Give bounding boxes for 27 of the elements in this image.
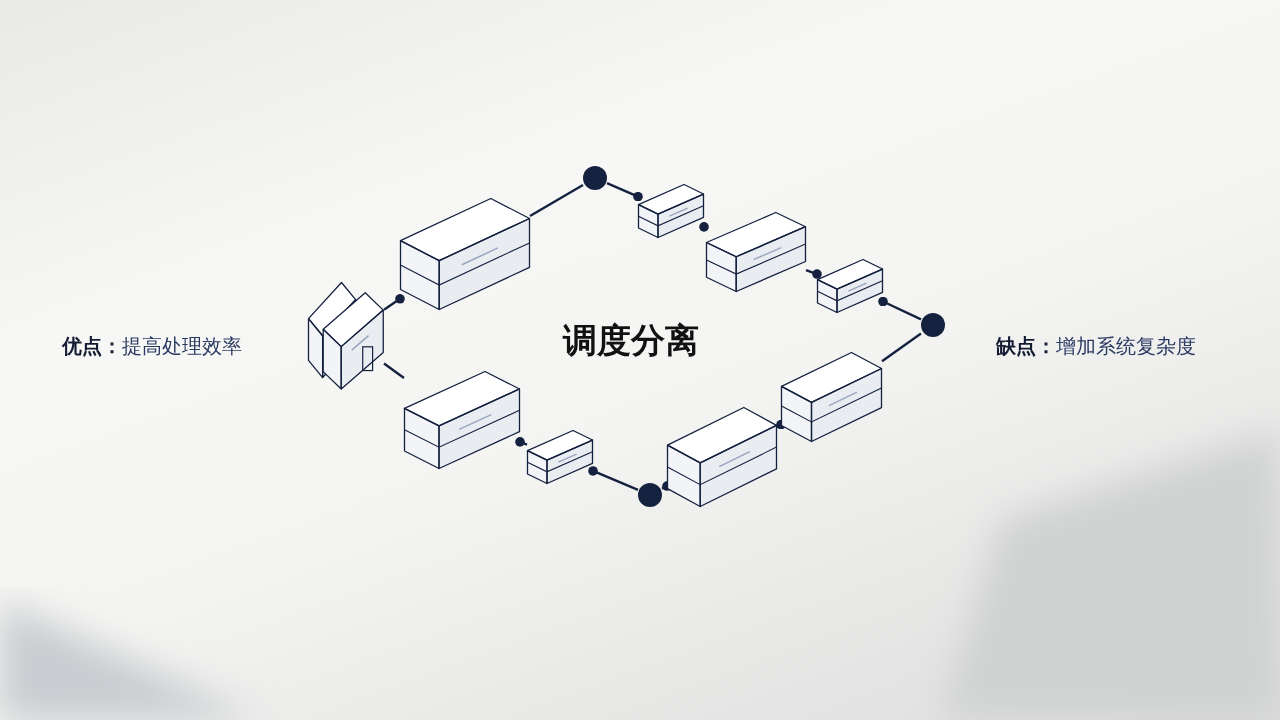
- connector-line: [515, 437, 528, 447]
- connector-line: [606, 182, 643, 202]
- server-drawing: [527, 430, 593, 484]
- connector-line: [588, 466, 639, 492]
- server-drawing: [667, 407, 777, 507]
- server-drawing: [706, 212, 806, 292]
- diagram-title: 调度分离: [563, 319, 699, 362]
- connector-line: [881, 332, 922, 363]
- note-text: 优点：提高处理效率: [62, 333, 242, 360]
- connector-line: [805, 268, 822, 279]
- server-drawing: [817, 259, 883, 313]
- junction-dot: [638, 483, 662, 507]
- building-drawing: [308, 282, 384, 390]
- connector-line: [776, 419, 786, 430]
- connector-line: [529, 184, 584, 218]
- junction-dot: [921, 313, 945, 337]
- note-text: 缺点：增加系统复杂度: [996, 333, 1196, 360]
- junction-dot: [583, 166, 607, 190]
- server-drawing: [400, 198, 530, 310]
- server-drawing: [404, 371, 520, 469]
- connector-line: [699, 222, 709, 232]
- server-drawing: [638, 184, 704, 238]
- connector-line: [383, 362, 405, 379]
- connector-line: [878, 296, 922, 321]
- server-drawing: [781, 352, 882, 442]
- connector-line: [383, 294, 405, 311]
- connector-line: [661, 481, 672, 491]
